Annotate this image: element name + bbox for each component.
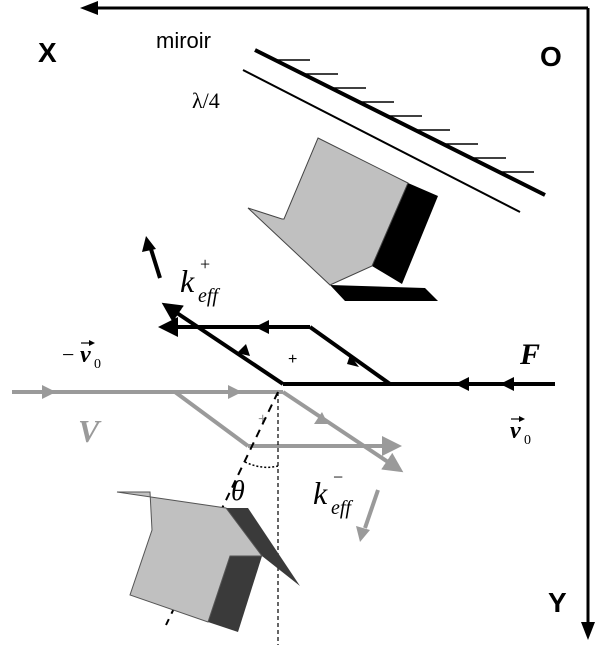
k-plus-base: k [180, 263, 195, 299]
k-plus-sub: eff [198, 285, 220, 307]
k-plus-sup: + [200, 254, 210, 274]
k-plus-arrowhead [142, 236, 156, 252]
x-axis-label: X [38, 37, 57, 68]
v0-left-vector-head [89, 340, 95, 346]
mirror-label: miroir [156, 28, 211, 53]
theta-label: θ [231, 476, 245, 507]
deflected-beam-upper [161, 302, 285, 386]
origin-label: O [540, 41, 562, 72]
v0-left-sub: 0 [94, 357, 101, 372]
k-minus-base: k [313, 475, 328, 511]
k-minus-sub: eff [331, 497, 353, 519]
upper-arrow-face [247, 137, 409, 286]
k-minus-sup: − [333, 467, 343, 487]
y-axis-arrowhead [581, 622, 595, 640]
gray-deflected-beam [281, 390, 404, 473]
upper-laser-arrow [247, 137, 438, 301]
k-plus-label: k eff + [180, 254, 220, 307]
black-path-arrowheads [237, 320, 514, 391]
theta-arc [244, 461, 279, 469]
upper-arrow-shadow [330, 285, 438, 301]
plus-marker: + [288, 351, 297, 368]
axis-frame [80, 1, 595, 640]
v0-right: v 0 [510, 416, 531, 448]
y-axis-label: Y [548, 587, 567, 618]
gray-path-arrowheads [42, 385, 328, 424]
k-minus-arrowhead [356, 526, 370, 542]
mirror-hatching [275, 59, 534, 173]
v0-right-vector-head [519, 416, 525, 422]
lower-laser-arrow [116, 491, 300, 632]
upper-arrow-side [372, 183, 438, 284]
F-label: F [519, 338, 540, 371]
quarter-wave-plate [242, 69, 521, 213]
lower-arrow-side [208, 556, 262, 632]
mirror-surface [254, 48, 546, 197]
v0-right-v: v [510, 418, 521, 444]
plate-label: λ/4 [192, 88, 220, 113]
v0-right-sub: 0 [524, 433, 531, 448]
lower-arrow-shade [226, 508, 300, 586]
k-minus-label: k eff − [313, 467, 353, 519]
minus-sign: − [62, 342, 74, 367]
plus-marker-gray: + [258, 411, 267, 428]
x-axis-arrowhead [80, 1, 98, 15]
k-minus-arrow-shaft [363, 489, 380, 529]
lower-arrow-face [116, 491, 263, 623]
gray-lower-diag [173, 390, 250, 448]
V-label: V [78, 413, 102, 449]
v0-left-v: v [80, 342, 91, 368]
mirror [242, 48, 546, 213]
minus-v0-left: − v 0 [62, 340, 101, 372]
k-plus-arrow-shaft [148, 245, 162, 279]
